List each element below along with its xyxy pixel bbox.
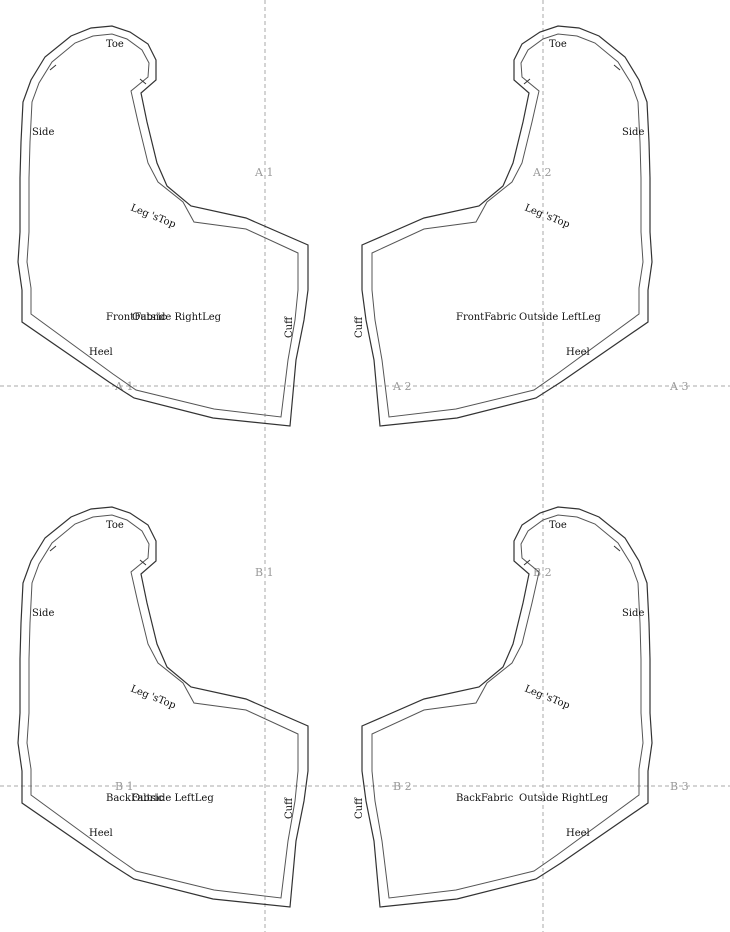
- pattern-piece-back-left-leg: [17, 506, 309, 908]
- label-leg-top: 'sTop: [149, 211, 177, 231]
- label-cuff: Cuff: [354, 316, 365, 338]
- page-label-b1: B 1: [255, 566, 274, 579]
- label-leg-top: 'sTop: [543, 211, 571, 231]
- label-side: Side: [622, 127, 644, 138]
- label-cuff: Cuff: [284, 797, 295, 819]
- notch-mark: [139, 559, 147, 566]
- label-side: Side: [32, 127, 54, 138]
- seam-line: [371, 33, 644, 418]
- notch-mark: [49, 545, 57, 552]
- label-toe: Toe: [106, 39, 124, 50]
- label-leg: Leg: [523, 203, 545, 221]
- cut-line: [361, 25, 653, 427]
- page-label-b3: B 3: [670, 780, 689, 793]
- label-heel: Heel: [566, 828, 590, 839]
- label-toe: Toe: [549, 520, 567, 531]
- notch-mark: [613, 64, 621, 71]
- notch-mark: [523, 78, 531, 85]
- label-toe: Toe: [549, 39, 567, 50]
- pattern-piece-front-left-leg: [361, 25, 653, 427]
- pattern-piece-back-right-leg-labels: Toe Side Leg 'sTop Cuff Heel BackFabric …: [354, 520, 644, 839]
- page-label-b2-edge: B 2: [393, 780, 412, 793]
- seam-line: [26, 514, 299, 899]
- cut-line: [17, 25, 309, 427]
- label-leg-top: 'sTop: [543, 692, 571, 712]
- label-leg: Leg: [129, 203, 151, 221]
- notch-mark: [523, 559, 531, 566]
- label-heel: Heel: [89, 828, 113, 839]
- label-fabric: BackFabric: [106, 793, 164, 804]
- page-label-b1-edge: B 1: [115, 780, 134, 793]
- label-side: Side: [622, 608, 644, 619]
- seam-line: [371, 514, 644, 899]
- notch-mark: [139, 78, 147, 85]
- label-leg: Leg: [129, 684, 151, 702]
- cut-line: [361, 506, 653, 908]
- page-label-b2: B 2: [533, 566, 552, 579]
- page-label-a2: A 2: [532, 166, 551, 179]
- label-piece-name: Outside RightLeg: [132, 312, 222, 323]
- pattern-piece-back-right-leg: [361, 506, 653, 908]
- pattern-piece-front-left-leg-labels: Toe Side Leg 'sTop Cuff Heel FrontFabric…: [354, 39, 644, 358]
- label-heel: Heel: [566, 347, 590, 358]
- page-label-a1-edge: A 1: [114, 380, 133, 393]
- label-leg-top: 'sTop: [149, 692, 177, 712]
- seam-line: [26, 33, 299, 418]
- notch-mark: [613, 545, 621, 552]
- label-piece-name: Outside LeftLeg: [132, 793, 214, 804]
- label-fabric: FrontFabric: [456, 312, 517, 323]
- label-piece-name: Outside RightLeg: [519, 793, 609, 804]
- page-label-a3: A 3: [669, 380, 688, 393]
- label-cuff: Cuff: [354, 797, 365, 819]
- label-heel: Heel: [89, 347, 113, 358]
- label-toe: Toe: [106, 520, 124, 531]
- cut-line: [17, 506, 309, 908]
- label-leg: Leg: [523, 684, 545, 702]
- label-side: Side: [32, 608, 54, 619]
- page-label-a2-edge: A 2: [392, 380, 411, 393]
- notch-mark: [49, 64, 57, 71]
- label-fabric: BackFabric: [456, 793, 514, 804]
- page-label-a1: A 1: [254, 166, 273, 179]
- label-fabric: FrontFabric: [106, 312, 167, 323]
- label-cuff: Cuff: [284, 316, 295, 338]
- label-piece-name: Outside LeftLeg: [519, 312, 601, 323]
